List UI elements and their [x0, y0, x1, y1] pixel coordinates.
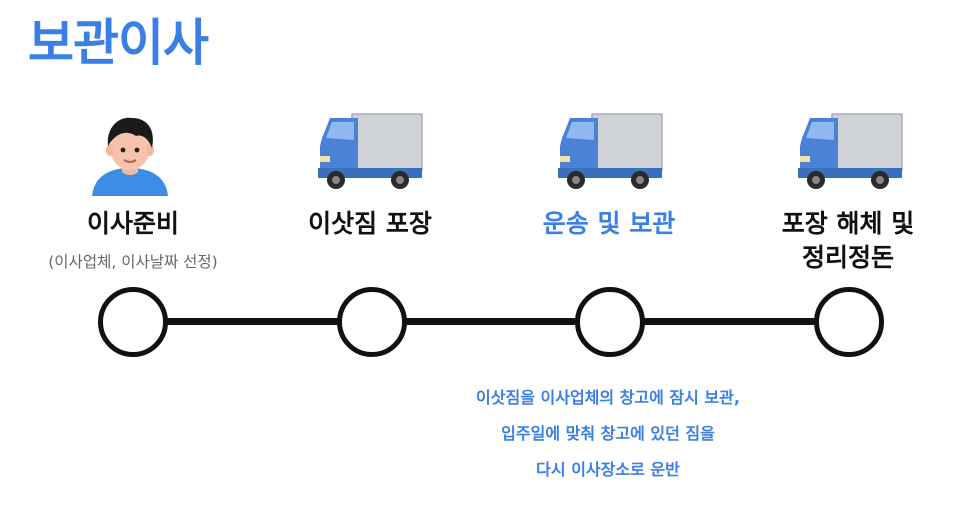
- step-label-packing: 이삿짐 포장: [308, 209, 432, 238]
- timeline-node: [814, 287, 884, 357]
- truck-icon: [798, 113, 903, 189]
- step-label-prepare: 이사준비: [86, 209, 180, 238]
- step-label-unpack-line2: 정리정돈: [801, 243, 895, 272]
- step-sublabel-prepare: (이사업체, 이사날짜 선정): [48, 253, 218, 271]
- step-label-unpack-line1: 포장 해체 및: [781, 209, 915, 238]
- truck-icon: [318, 113, 423, 189]
- description-line: 다시 이사장소로 운반: [536, 460, 680, 479]
- timeline-node: [575, 287, 645, 357]
- truck-icon: [558, 113, 663, 189]
- step-description: 이삿짐을 이사업체의 창고에 잠시 보관, 입주일에 맞춰 창고에 있던 짐을 …: [476, 380, 740, 488]
- step-label-transport-storage: 운송 및 보관: [542, 209, 676, 238]
- person-icon: [92, 117, 168, 196]
- description-line: 입주일에 맞춰 창고에 있던 짐을: [501, 424, 715, 443]
- page-title: 보관이사: [28, 14, 209, 72]
- timeline-node: [337, 287, 407, 357]
- timeline-node: [98, 287, 168, 357]
- description-line: 이삿짐을 이사업체의 창고에 잠시 보관,: [476, 388, 740, 407]
- timeline-line: [135, 318, 850, 325]
